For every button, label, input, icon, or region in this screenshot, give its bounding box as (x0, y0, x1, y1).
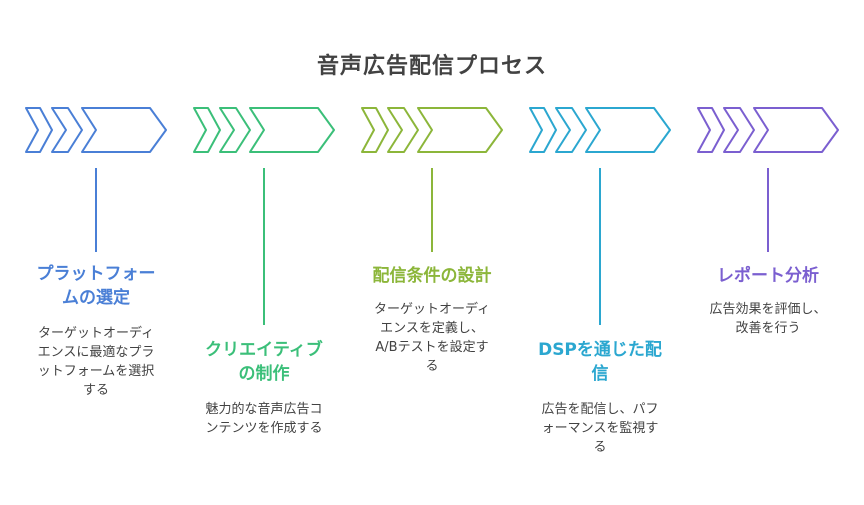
chevron-arrows-icon (529, 107, 671, 153)
step-title-creative: クリエイティブ の制作 (205, 340, 323, 384)
connector-line (431, 168, 433, 252)
chevron-arrows-icon (193, 107, 335, 153)
step-title-platform: プラットフォー ムの選定 (36, 264, 156, 308)
step-desc-creative: 魅力的な音声広告コ ンテンツを作成する (205, 402, 323, 436)
chevron-arrows-icon (361, 107, 503, 153)
step-desc-dsp: 広告を配信し、パフ ォーマンスを監視す る (541, 402, 659, 455)
step-title-delivery-conditions: 配信条件の設計 (372, 266, 492, 286)
chevron-arrows-icon (25, 107, 167, 153)
step-desc-report-analysis: 広告効果を評価し、 改善を行う (709, 302, 827, 336)
connector-line (767, 168, 769, 252)
connector-line (263, 168, 265, 325)
connector-line (599, 168, 601, 325)
step-desc-platform: ターゲットオーディ エンスに最適なプラ ットフォームを選択 する (37, 326, 155, 398)
step-title-report-analysis: レポート分析 (717, 266, 819, 286)
step-desc-delivery-conditions: ターゲットオーディ エンスを定義し、 A/Bテストを設定す る (373, 302, 491, 374)
chevron-arrows-icon (697, 107, 839, 153)
connector-line (95, 168, 97, 252)
diagram-title: 音声広告配信プロセス (316, 54, 547, 79)
step-title-dsp: DSPを通じた配 信 (538, 340, 662, 384)
